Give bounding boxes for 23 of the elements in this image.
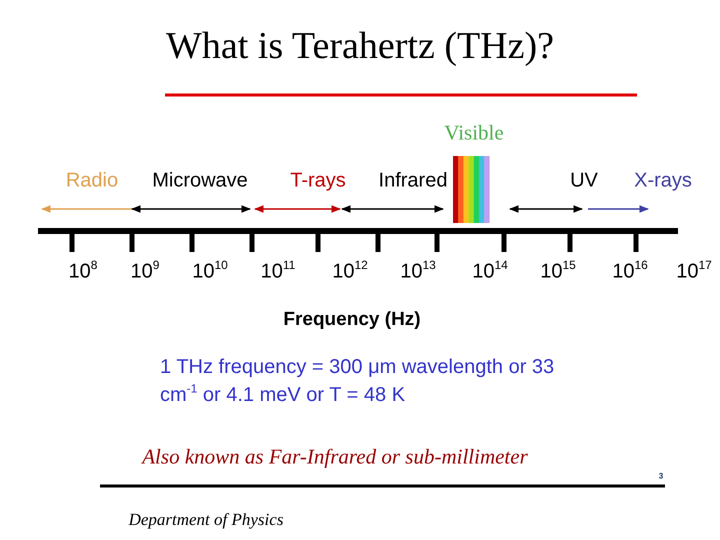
tick-label: 10$^{11}$ (260, 260, 296, 284)
band-label: Visible (444, 120, 504, 146)
axis-title: Frequency (Hz) (283, 309, 421, 331)
tick-label: 10$^{14}$ (472, 260, 508, 284)
slide-title: What is Terahertz (THz)? (166, 24, 554, 68)
band-label: Infrared (378, 170, 448, 192)
band-label: UV (570, 170, 598, 192)
tick-label: 10$^{17}$ (676, 260, 712, 284)
tick-label: 10$^{12}$ (332, 260, 368, 284)
band-label: X-rays (634, 170, 692, 192)
tick-label: 10$^{15}$ (540, 260, 576, 284)
band-label: T-rays (290, 170, 346, 192)
tick-label: 10$^{16}$ (612, 260, 648, 284)
conversion-note: 1 THz frequency = 300 μm wavelength or 33 cm$^{-1}$ or 4.1 meV or T = 48 K (160, 355, 556, 408)
tick-label: 10$^{9}$ (130, 260, 160, 284)
tick-label: 10$^{8}$ (68, 260, 98, 284)
note: Also known as Far-Infrared or sub-millimeter (142, 444, 528, 470)
tick-label: 10$^{13}$ (400, 260, 436, 284)
page-number: 3 (658, 472, 664, 480)
tick-label: 10$^{10}$ (192, 260, 228, 284)
band-label: Microwave (152, 170, 248, 192)
department-name: Department of Physics (128, 510, 284, 530)
band-label: Radio (66, 170, 118, 192)
